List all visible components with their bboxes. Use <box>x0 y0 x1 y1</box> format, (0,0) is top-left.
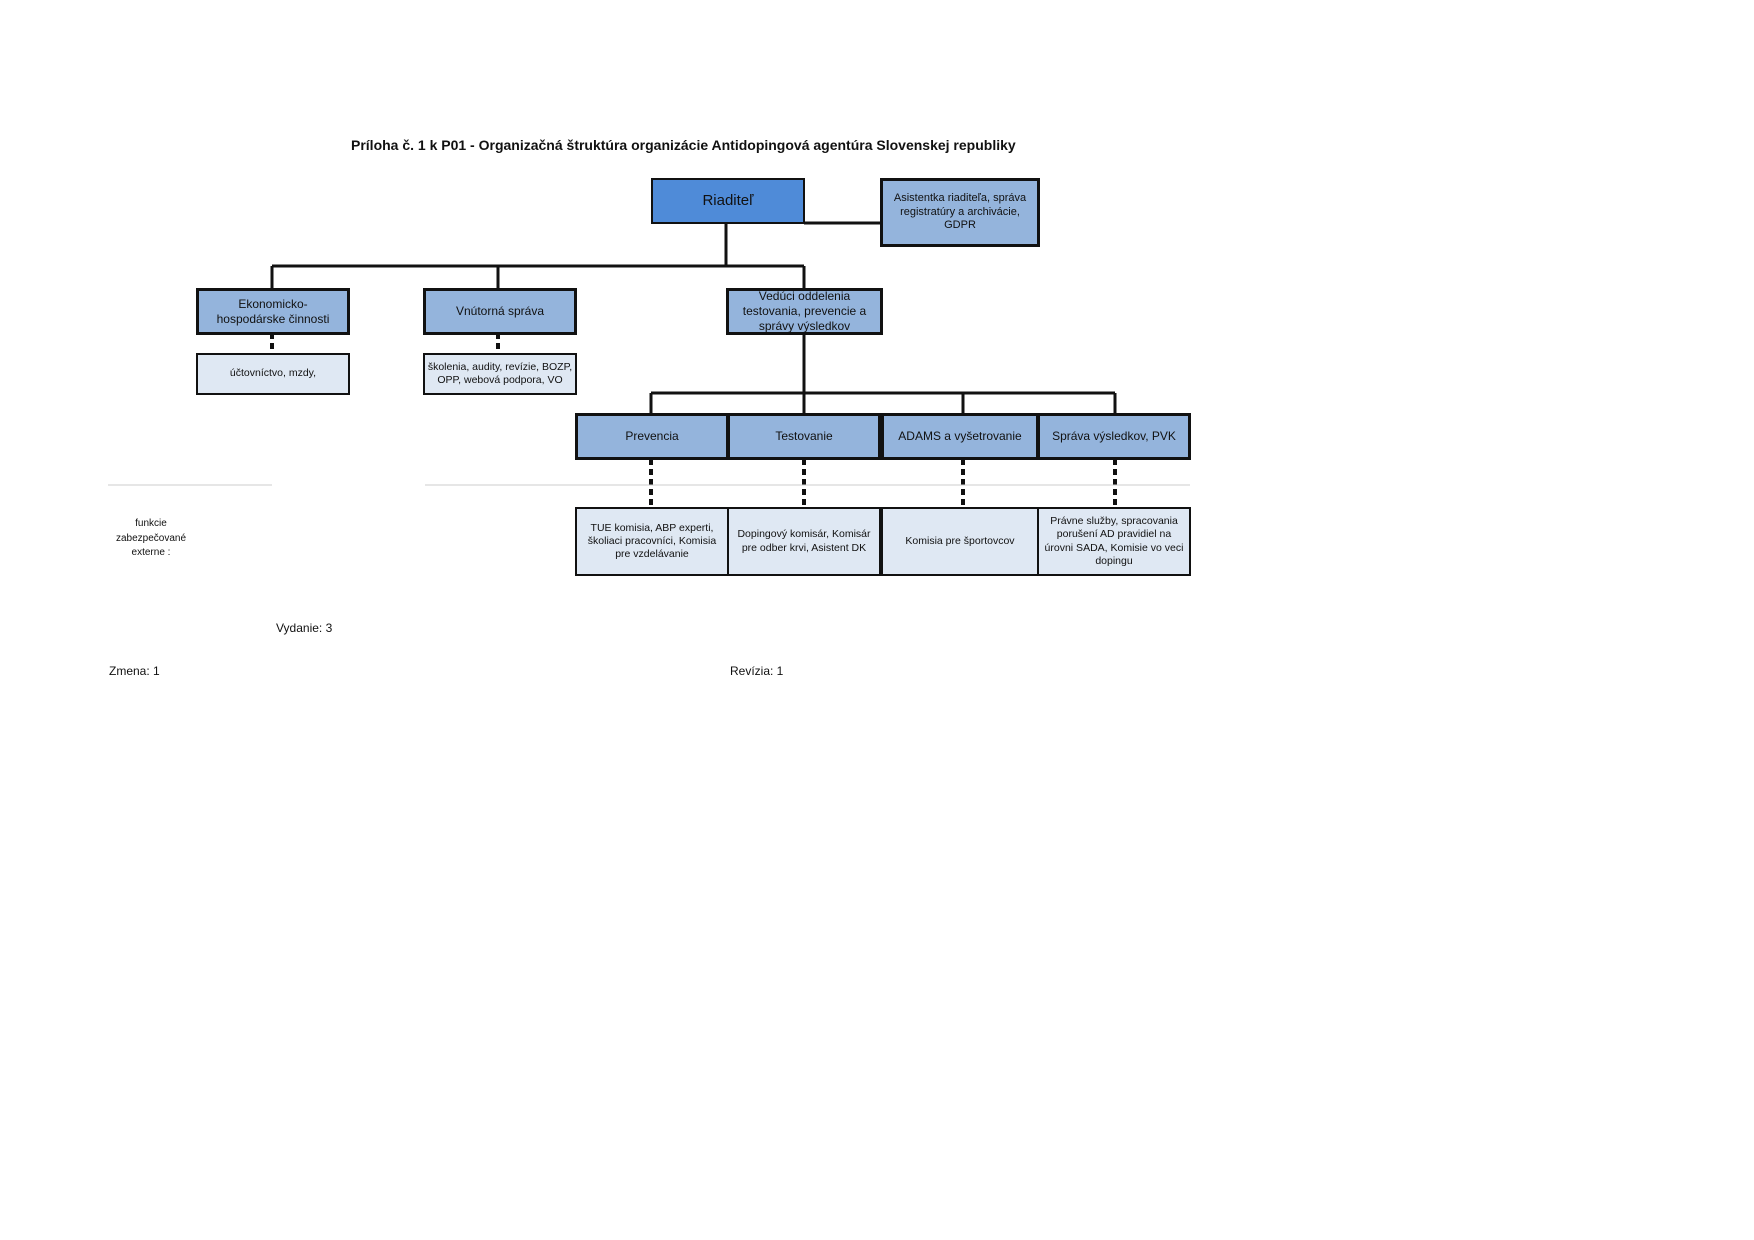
node-economic: Ekonomicko-hospodárske činnosti <box>196 288 350 335</box>
subitem-prevention-label: TUE komisia, ABP experti, školiaci praco… <box>587 521 717 561</box>
subitem-results: Právne služby, spracovania porušení AD p… <box>1037 507 1191 576</box>
edition-label: Vydanie: 3 <box>276 621 333 635</box>
page-title: Príloha č. 1 k P01 - Organizačná štruktú… <box>351 137 1016 153</box>
subitem-adams-label: Komisia pre športovcov <box>905 534 1015 547</box>
subitem-testing-label: Dopingový komisár, Komisár pre odber krv… <box>737 528 871 554</box>
subitem-economic: účtovníctvo, mzdy, <box>196 353 350 395</box>
change-label: Zmena: 1 <box>109 664 160 678</box>
revision-label: Revízia: 1 <box>730 664 784 678</box>
node-prevention: Prevencia <box>575 413 729 460</box>
node-director: Riaditeľ <box>651 178 805 224</box>
subitem-testing: Dopingový komisár, Komisár pre odber krv… <box>727 507 881 576</box>
node-director-label: Riaditeľ <box>702 191 754 209</box>
node-assistant: Asistentka riaditeľa, správa registratúr… <box>880 178 1040 247</box>
node-results: Správa výsledkov, PVK <box>1037 413 1191 460</box>
node-internal: Vnútorná správa <box>423 288 577 335</box>
external-functions-label: funkcie zabezpečované externe : <box>115 518 187 558</box>
node-assistant-label: Asistentka riaditeľa, správa registratúr… <box>893 191 1027 232</box>
node-testing-label: Testovanie <box>775 429 833 443</box>
subitem-economic-label: účtovníctvo, mzdy, <box>229 367 317 380</box>
subitem-internal-label: školenia, audity, revízie, BOZP, OPP, we… <box>427 360 573 386</box>
node-adams: ADAMS a vyšetrovanie <box>881 413 1039 460</box>
node-economic-label: Ekonomicko-hospodárske činnosti <box>216 296 330 326</box>
subitem-results-label: Právne služby, spracovania porušení AD p… <box>1044 515 1184 567</box>
subitem-adams: Komisia pre športovcov <box>881 507 1039 576</box>
node-head: Vedúci oddelenia testovania, prevencie a… <box>726 288 883 335</box>
node-internal-label: Vnútorná správa <box>455 304 545 318</box>
node-adams-label: ADAMS a vyšetrovanie <box>898 429 1022 443</box>
node-prevention-label: Prevencia <box>625 429 679 443</box>
node-results-label: Správa výsledkov, PVK <box>1052 429 1176 443</box>
subitem-prevention: TUE komisia, ABP experti, školiaci praco… <box>575 507 729 576</box>
subitem-internal: školenia, audity, revízie, BOZP, OPP, we… <box>423 353 577 395</box>
node-testing: Testovanie <box>727 413 881 460</box>
node-head-label: Vedúci oddelenia testovania, prevencie a… <box>742 289 867 333</box>
